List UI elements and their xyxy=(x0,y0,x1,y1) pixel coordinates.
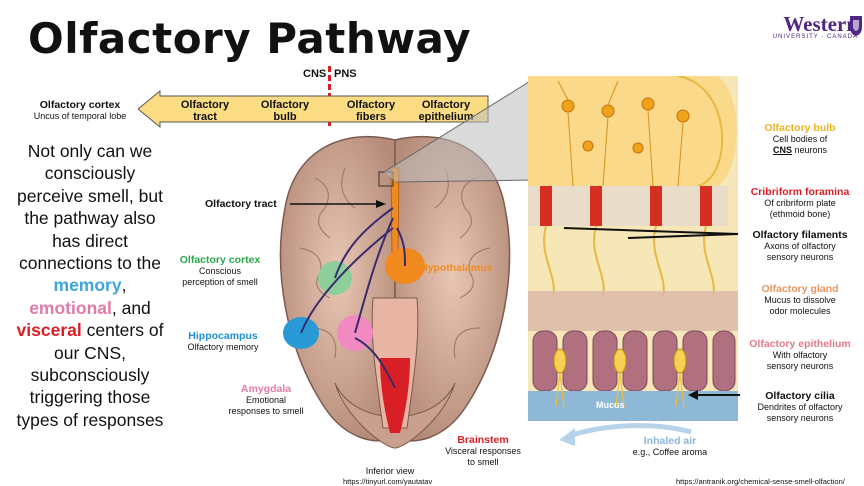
tract-pointer-arrow xyxy=(290,200,386,208)
page-title: Olfactory Pathway xyxy=(28,14,471,63)
memory-word: memory xyxy=(53,275,122,296)
filament-pointer-lines xyxy=(563,227,739,239)
epithelium-label: Olfactory epithelium With olfactory sens… xyxy=(749,338,851,371)
arrow-cortex-label: Olfactory cortex Uncus of temporal lobe xyxy=(33,99,127,121)
hippocampus-label: Hippocampus Olfactory memory xyxy=(187,330,259,352)
logo-name: Western xyxy=(783,12,858,36)
filaments-label: Olfactory filaments Axons of olfactory s… xyxy=(752,229,848,262)
olfactory-tract-label: Olfactory tract xyxy=(205,198,277,210)
mucus-label: Mucus xyxy=(596,400,625,410)
brainstem-label: Brainstem Visceral responses to smell xyxy=(445,434,521,467)
shield-icon xyxy=(850,16,862,36)
cilia-pointer-arrow xyxy=(688,390,740,400)
bulb-label: Olfactory bulb Cell bodies of CNS neuron… xyxy=(764,122,836,155)
visceral-word: visceral xyxy=(16,320,82,341)
brain-cortex-label: Olfactory cortex Conscious perception of… xyxy=(179,254,261,287)
gland-label: Olfactory gland Mucus to dissolve odor m… xyxy=(761,283,839,316)
pns-label: PNS xyxy=(334,68,357,80)
western-logo: Western UNIVERSITY · CANADA xyxy=(768,12,858,41)
logo-subtitle: UNIVERSITY · CANADA xyxy=(772,34,858,40)
amygdala-label: Amygdala Emotional responses to smell xyxy=(228,383,304,416)
epithelium-source-url[interactable]: https://antranik.org/chemical-sense-smel… xyxy=(676,477,845,486)
emotional-word: emotional xyxy=(29,297,112,318)
hypothalamus-label: Hypothalamus xyxy=(420,262,493,274)
cilia-label: Olfactory cilia Dendrites of olfactory s… xyxy=(757,390,843,423)
brain-source-url[interactable]: https://tinyurl.com/yautatav xyxy=(343,477,433,486)
brain-inferior-illustration xyxy=(279,136,511,449)
cribriform-label: Cribriform foramina Of cribriform plate … xyxy=(750,186,850,219)
body-text: Not only can we consciously perceive sme… xyxy=(16,141,164,430)
cns-label: CNS xyxy=(303,68,327,80)
olfactory-epithelium-illustration xyxy=(528,76,738,468)
inferior-view-caption: Inferior view xyxy=(365,466,415,476)
inhaled-air-arrow xyxy=(559,423,692,446)
inhaled-air-label: Inhaled air e.g., Coffee aroma xyxy=(632,435,708,457)
zoom-connector xyxy=(383,79,533,183)
